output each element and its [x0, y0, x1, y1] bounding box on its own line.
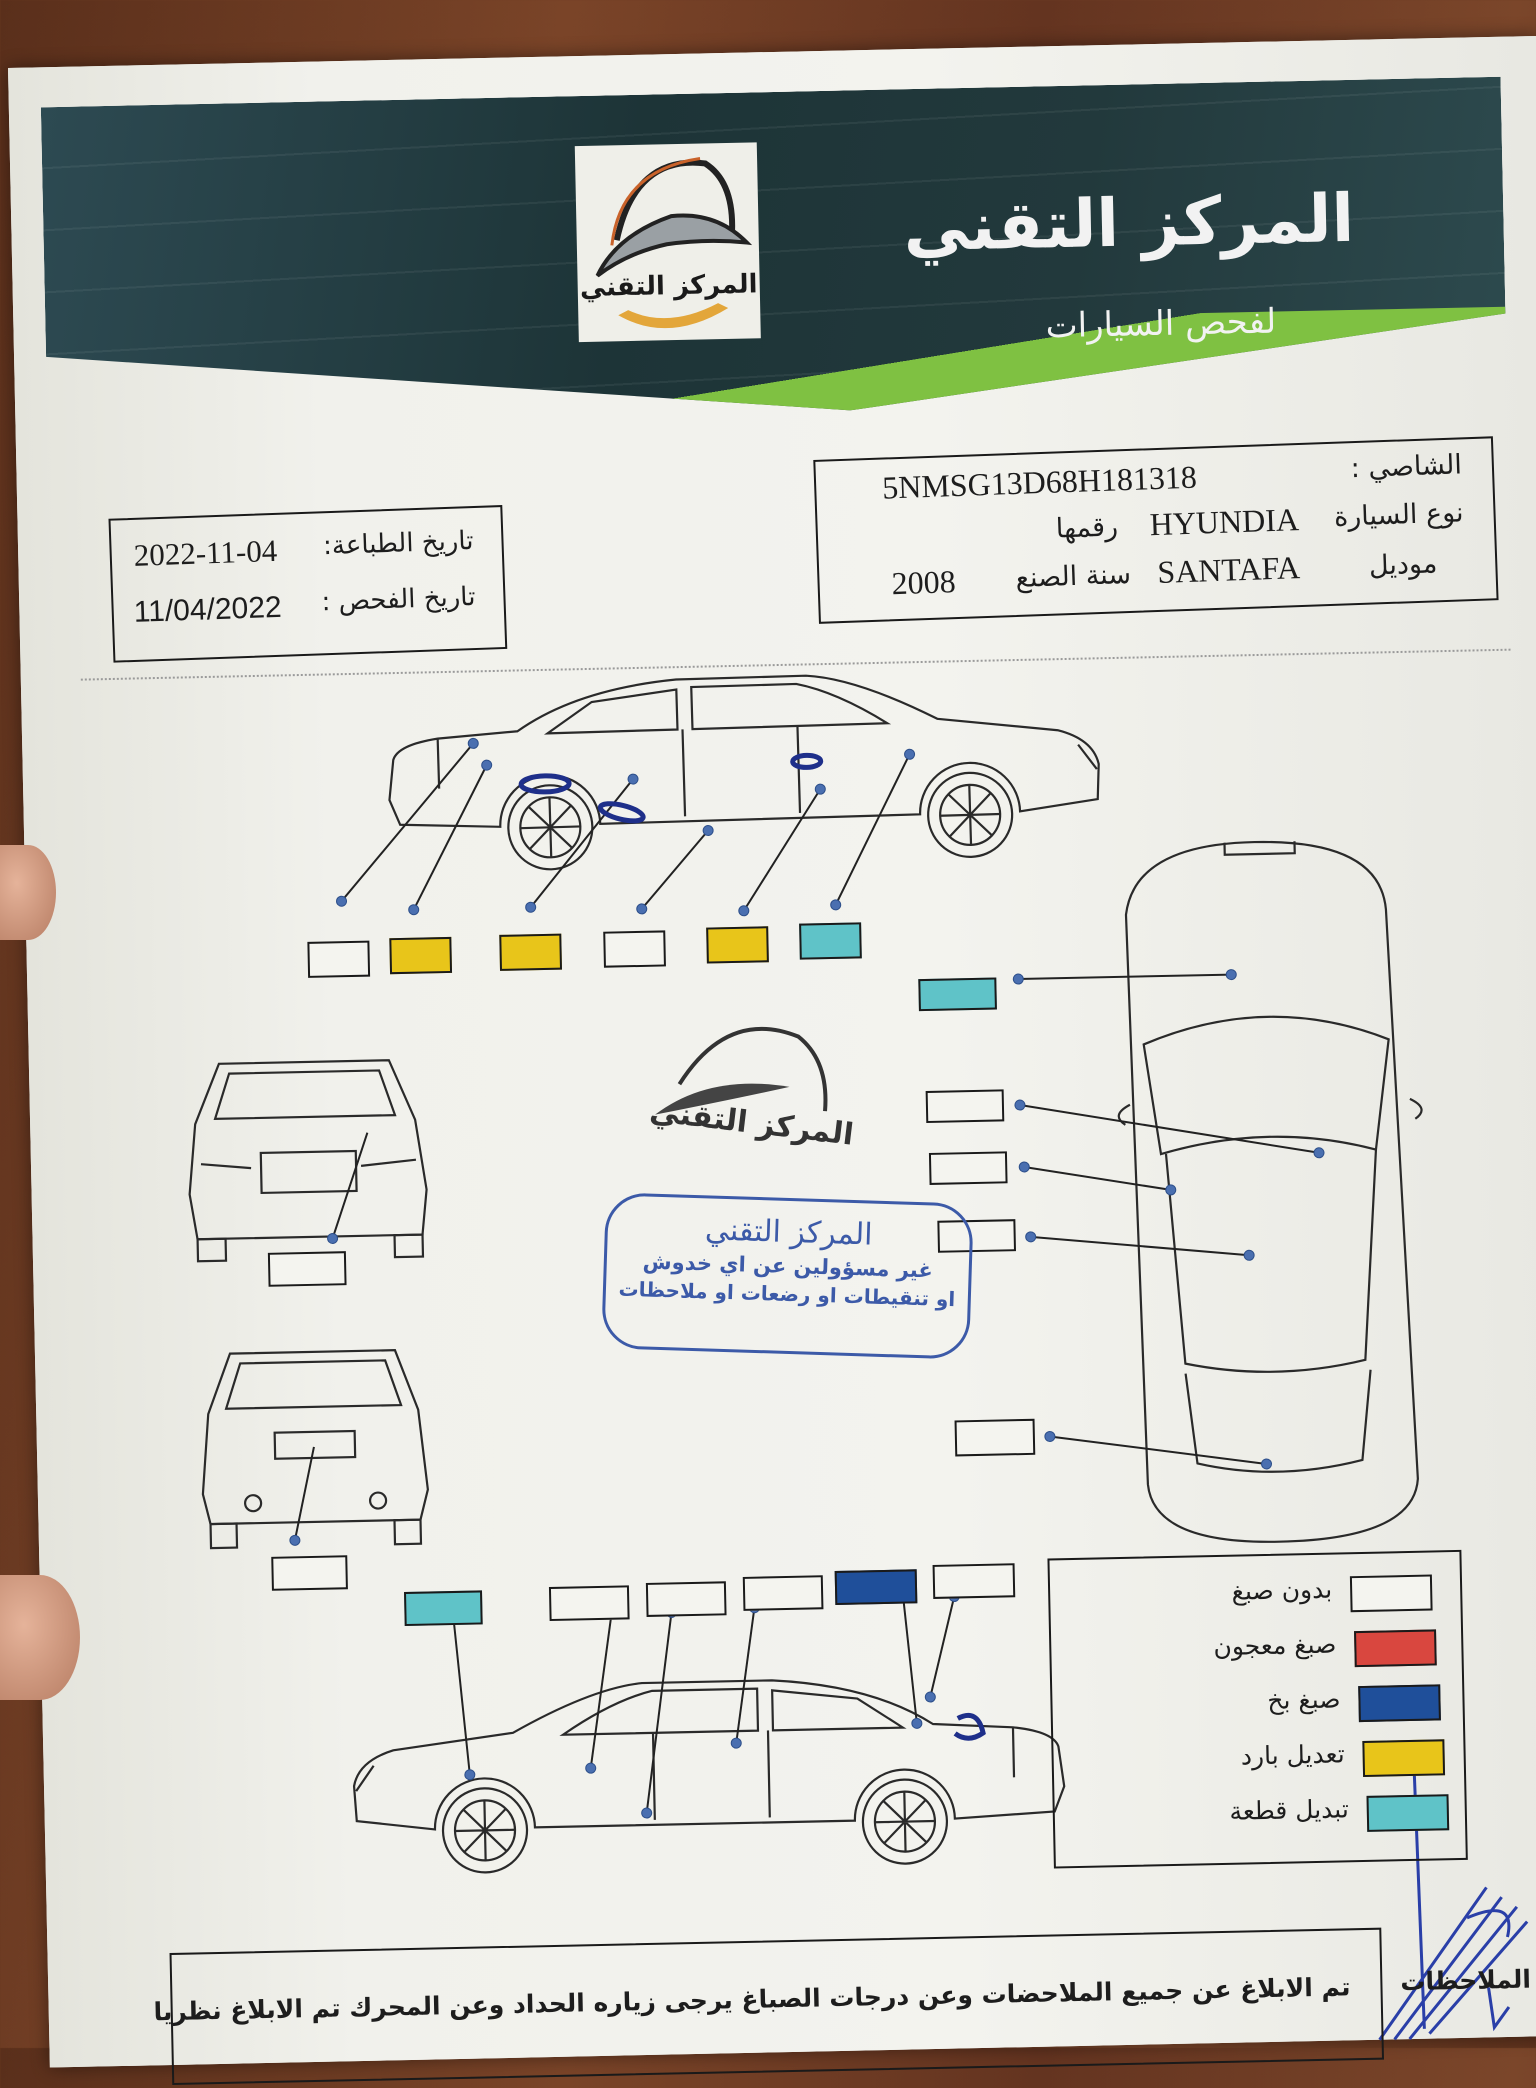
top-side-marker: [603, 930, 666, 968]
bottom-side-marker: [932, 1563, 1016, 1599]
car-rear-view: [201, 1349, 429, 1550]
stamp-title: المركز التقني: [704, 1212, 874, 1253]
car-front-view: [188, 1059, 428, 1263]
front-marker: [267, 1251, 347, 1287]
legend-swatch-replaced: [1366, 1794, 1450, 1832]
hand-finger: [0, 845, 56, 940]
svg-text:المركز التقني: المركز التقني: [580, 269, 758, 303]
roof-view-marker: [918, 977, 997, 1012]
hand-finger: [0, 1575, 80, 1700]
bottom-side-marker: [834, 1569, 918, 1606]
top-side-marker: [389, 936, 453, 975]
top-side-marker: [307, 940, 371, 978]
signature: [1378, 1758, 1529, 2041]
leader-lines: [293, 742, 1320, 1814]
car-side-view-right: [385, 665, 1103, 876]
bottom-side-marker: [645, 1581, 727, 1617]
bottom-side-marker: [404, 1590, 483, 1627]
top-side-marker: [706, 926, 769, 964]
inspection-report-sheet: المركز التقني لفحص السيارات المركز التقن…: [8, 35, 1536, 2086]
bottom-side-marker: [548, 1585, 630, 1621]
notes-text: تم الابلاغ عن جميع الملاحضات وعن درجات ا…: [153, 1972, 1351, 2027]
brand-logo: المركز التقني: [574, 142, 761, 343]
rear-marker: [271, 1555, 348, 1591]
color-legend: بدون صبغ صبغ معجون صبغ بخ تعديل بارد تبديل ق…: [1047, 1549, 1468, 1869]
legend-label: تعديل بارد: [1240, 1739, 1345, 1771]
legend-swatch-putty: [1354, 1629, 1437, 1668]
legend-label: تبديل قطعة: [1229, 1794, 1350, 1826]
notes-label: الملاحظات: [1400, 1964, 1532, 1997]
car-diagrams: المركز التقني: [188, 665, 1529, 2041]
legend-swatch-cold-repair: [1362, 1739, 1446, 1777]
notes-box: تم الابلاغ عن جميع الملاحضات وعن درجات ا…: [153, 1927, 1385, 2086]
pen-marks: [518, 752, 986, 1741]
legend-label: صبغ معجون: [1213, 1629, 1337, 1662]
legend-label: صبغ بخ: [1267, 1684, 1341, 1715]
roof-view-marker: [928, 1151, 1008, 1185]
legend-swatch-spray: [1358, 1684, 1441, 1723]
car-top-view: [1117, 840, 1423, 1543]
roof-view-marker: [925, 1089, 1005, 1123]
legend-swatch-none: [1349, 1574, 1433, 1613]
roof-view-marker: [954, 1418, 1036, 1457]
legend-label: بدون صبغ: [1231, 1574, 1333, 1606]
top-side-marker: [799, 922, 862, 960]
car-side-view-left: [350, 1673, 1067, 1877]
watermark-logo: المركز التقني: [648, 1027, 855, 1153]
bottom-side-marker: [742, 1575, 824, 1611]
disclaimer-stamp: المركز التقني غير مسؤولين عن اي خدوش او …: [601, 1192, 974, 1360]
top-side-marker: [499, 933, 563, 971]
